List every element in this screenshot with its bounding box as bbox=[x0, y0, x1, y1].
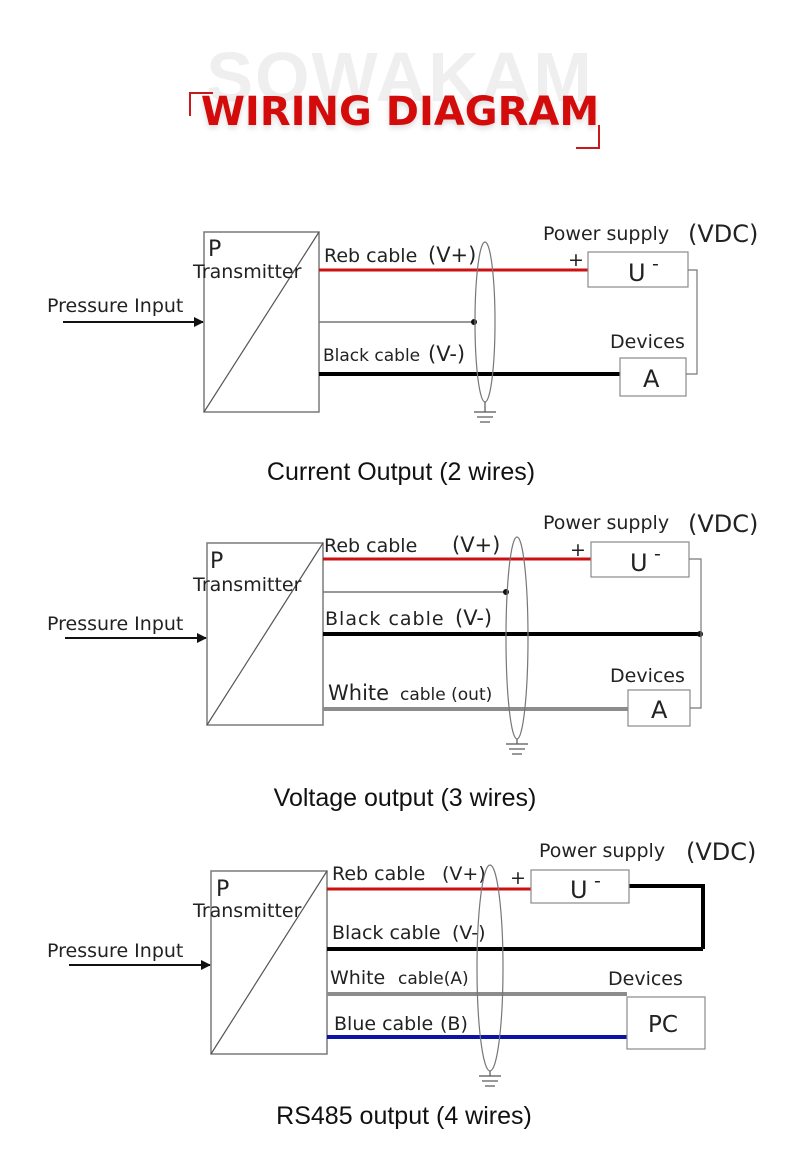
red-wire-label: Reb cable bbox=[332, 863, 425, 885]
diagram-rs485-output: Pressure Input P Transmitter Reb cable (… bbox=[47, 838, 756, 1130]
power-supply-unit: (VDC) bbox=[686, 838, 756, 866]
ground-icon bbox=[474, 402, 496, 423]
return-wire bbox=[686, 269, 698, 375]
junction-dot bbox=[503, 589, 509, 595]
power-supply-u: U bbox=[630, 549, 648, 577]
devices-label: Devices bbox=[610, 331, 685, 353]
black-return-wire bbox=[628, 884, 705, 949]
ground-icon bbox=[479, 1071, 501, 1087]
cable-shield-ellipse bbox=[474, 241, 496, 403]
red-wire-suffix: (V+) bbox=[428, 243, 476, 267]
black-wire-suffix: (V-) bbox=[428, 342, 465, 366]
power-supply-box bbox=[587, 251, 689, 288]
junction-dot-right bbox=[697, 631, 703, 637]
ground-icon bbox=[506, 739, 528, 755]
transmitter-diagonal bbox=[210, 870, 328, 1055]
title-bracket-bottom-right bbox=[576, 125, 600, 149]
transmitter-diagonal bbox=[203, 231, 320, 413]
diagram-caption: Current Output (2 wires) bbox=[267, 458, 535, 486]
white-wire-label: White bbox=[328, 681, 389, 705]
transmitter-p-label: P bbox=[208, 237, 221, 262]
cable-shield-ellipse bbox=[476, 864, 504, 1072]
power-supply-u: U bbox=[628, 259, 646, 287]
power-supply-box bbox=[530, 869, 630, 904]
devices-label: Devices bbox=[608, 968, 683, 990]
pressure-input-label: Pressure Input bbox=[47, 940, 183, 962]
blue-wire-suffix: (B) bbox=[440, 1013, 468, 1035]
black-wire-suffix: (V-) bbox=[455, 606, 492, 630]
device-box bbox=[626, 996, 706, 1050]
transmitter-p-label: P bbox=[210, 549, 223, 574]
transmitter-p-label: P bbox=[216, 877, 229, 902]
power-supply-minus: - bbox=[594, 870, 601, 892]
transmitter-label: Transmitter bbox=[192, 261, 302, 283]
devices-label: Devices bbox=[610, 665, 685, 687]
red-wire-label: Reb cable bbox=[324, 245, 417, 267]
power-supply-box bbox=[590, 541, 690, 578]
blue-wire-label: Blue cable bbox=[334, 1013, 433, 1035]
plus-sign: + bbox=[570, 539, 586, 561]
return-wire bbox=[689, 558, 702, 709]
plus-sign: + bbox=[568, 249, 584, 271]
page-title: WIRING DIAGRAM bbox=[200, 89, 600, 135]
white-wire-suffix: cable(A) bbox=[398, 969, 469, 989]
black-wire-label: Black cable bbox=[332, 922, 441, 944]
junction-dot bbox=[471, 319, 477, 325]
device-box bbox=[619, 357, 687, 397]
white-wire-label: White bbox=[330, 967, 385, 989]
pressure-input-label: Pressure Input bbox=[47, 295, 183, 317]
diagram-current-output: Pressure Input P Transmitter Reb cable (… bbox=[47, 220, 758, 486]
power-supply-minus: - bbox=[652, 253, 659, 275]
power-supply-label: Power supply bbox=[543, 512, 669, 534]
red-wire-suffix: (V+) bbox=[452, 533, 500, 557]
title-bracket-top-left bbox=[189, 92, 213, 116]
power-supply-label: Power supply bbox=[543, 223, 669, 245]
power-supply-u: U bbox=[570, 876, 588, 904]
red-wire-label: Reb cable bbox=[324, 535, 417, 557]
power-supply-unit: (VDC) bbox=[688, 220, 758, 248]
device-box-label: A bbox=[643, 365, 660, 393]
transmitter-diagonal bbox=[206, 542, 324, 726]
transmitter-label: Transmitter bbox=[192, 900, 302, 922]
device-box-label: A bbox=[651, 696, 668, 724]
diagram-caption: RS485 output (4 wires) bbox=[276, 1102, 532, 1130]
pressure-input-label: Pressure Input bbox=[47, 613, 183, 635]
black-wire-label: Black cable bbox=[323, 346, 420, 366]
power-supply-label: Power supply bbox=[539, 840, 665, 862]
diagram-caption: Voltage output (3 wires) bbox=[274, 784, 537, 812]
red-wire-suffix: (V+) bbox=[442, 863, 486, 885]
brand-watermark: SOWAKAM bbox=[206, 38, 594, 116]
power-supply-minus: - bbox=[654, 543, 661, 565]
diagram-voltage-output: Pressure Input P Transmitter Reb cable (… bbox=[47, 510, 758, 812]
transmitter-box bbox=[210, 870, 328, 1055]
black-wire-label: Black cable bbox=[325, 608, 445, 630]
power-supply-unit: (VDC) bbox=[688, 510, 758, 538]
white-wire-suffix: cable (out) bbox=[400, 685, 492, 705]
plus-sign: + bbox=[510, 867, 526, 889]
black-wire-suffix: (V-) bbox=[452, 922, 486, 944]
device-box-label: PC bbox=[648, 1012, 678, 1038]
transmitter-label: Transmitter bbox=[192, 574, 302, 596]
